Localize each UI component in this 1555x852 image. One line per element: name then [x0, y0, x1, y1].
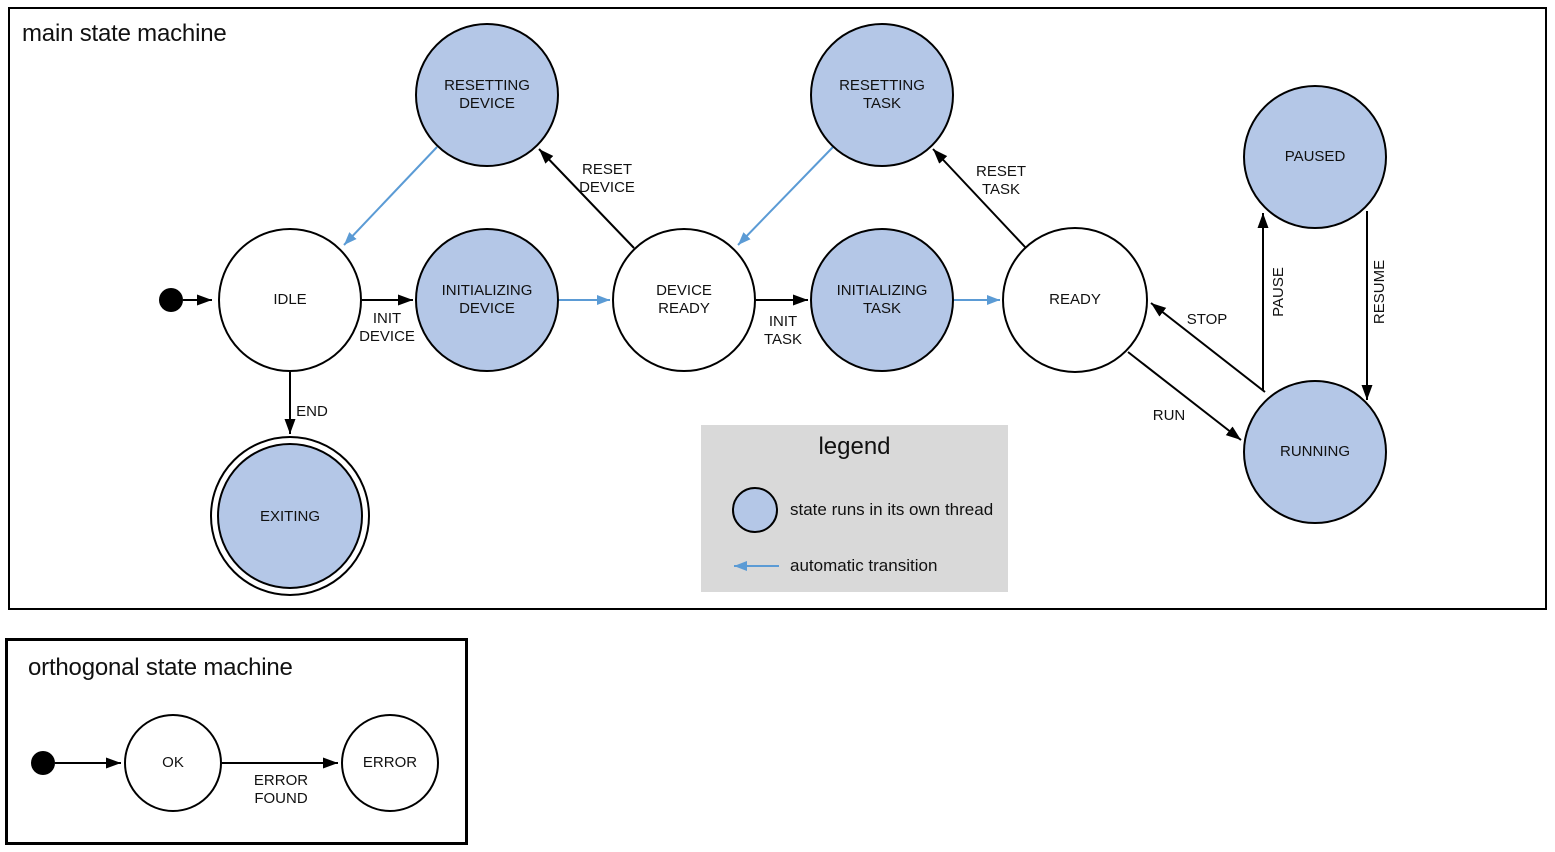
state-ready-label: READY [1049, 291, 1101, 308]
label-pause: PAUSE [1270, 267, 1287, 317]
state-device-ready: DEVICE READY [612, 228, 756, 372]
label-end: END [296, 403, 328, 420]
edge-running-to-ready [1150, 302, 1266, 393]
state-exiting: EXITING [217, 443, 363, 589]
legend-panel: legend state runs in its own thread auto… [701, 425, 1008, 592]
state-error-label: ERROR [362, 754, 418, 771]
state-idle: IDLE [218, 228, 362, 372]
state-running-label: RUNNING [1280, 443, 1350, 460]
edge-auto-resetting-device-to-idle [343, 146, 438, 246]
state-paused-label: PAUSED [1284, 148, 1346, 165]
edge-ready-to-resetting-task [932, 148, 1027, 249]
legend-thread-item-text: state runs in its own thread [790, 500, 994, 519]
state-paused: PAUSED [1243, 85, 1387, 229]
state-exiting-label: EXITING [259, 507, 320, 525]
auto-transition-swatch-icon [734, 561, 779, 571]
label-reset-device: RESET DEVICE [579, 161, 635, 196]
label-init-task: INIT TASK [763, 313, 803, 348]
state-device-ready-label: DEVICE READY [656, 282, 712, 317]
label-error-found: ERROR FOUND [253, 772, 309, 807]
label-stop: STOP [1186, 311, 1228, 328]
state-resetting-device: RESETTING DEVICE [415, 23, 559, 167]
orthogonal-state-machine-title: orthogonal state machine [28, 654, 293, 681]
edge-ready-to-running [1127, 351, 1242, 441]
state-resetting-task: RESETTING TASK [810, 23, 954, 167]
state-initializing-device-label: INITIALIZING DEVICE [441, 282, 533, 317]
main-state-machine-title: main state machine [22, 20, 227, 47]
state-ok: OK [124, 714, 222, 812]
state-initializing-task-label: INITIALIZING TASK [836, 282, 928, 317]
label-reset-task: RESET TASK [975, 163, 1027, 198]
state-running: RUNNING [1243, 380, 1387, 524]
legend-title: legend [818, 433, 891, 460]
state-ok-label: OK [162, 754, 184, 771]
edge-device-ready-to-resetting-device [538, 148, 635, 249]
state-initializing-task: INITIALIZING TASK [810, 228, 954, 372]
state-resetting-task-label: RESETTING TASK [839, 77, 925, 112]
edge-auto-resetting-task-to-device-ready [737, 146, 834, 246]
state-exiting-final-ring: EXITING [210, 436, 370, 596]
initial-state-dot-orthogonal [31, 751, 55, 775]
label-run: RUN [1152, 407, 1186, 424]
label-resume: RESUME [1371, 259, 1388, 325]
initial-state-dot-main [159, 288, 183, 312]
state-idle-label: IDLE [273, 291, 307, 308]
state-error: ERROR [341, 714, 439, 812]
state-resetting-device-label: RESETTING DEVICE [444, 77, 530, 112]
state-initializing-device: INITIALIZING DEVICE [415, 228, 559, 372]
legend-auto-item-text: automatic transition [790, 556, 938, 575]
state-ready: READY [1002, 227, 1148, 373]
label-init-device: INIT DEVICE [359, 310, 415, 345]
thread-state-swatch-icon [732, 487, 778, 533]
